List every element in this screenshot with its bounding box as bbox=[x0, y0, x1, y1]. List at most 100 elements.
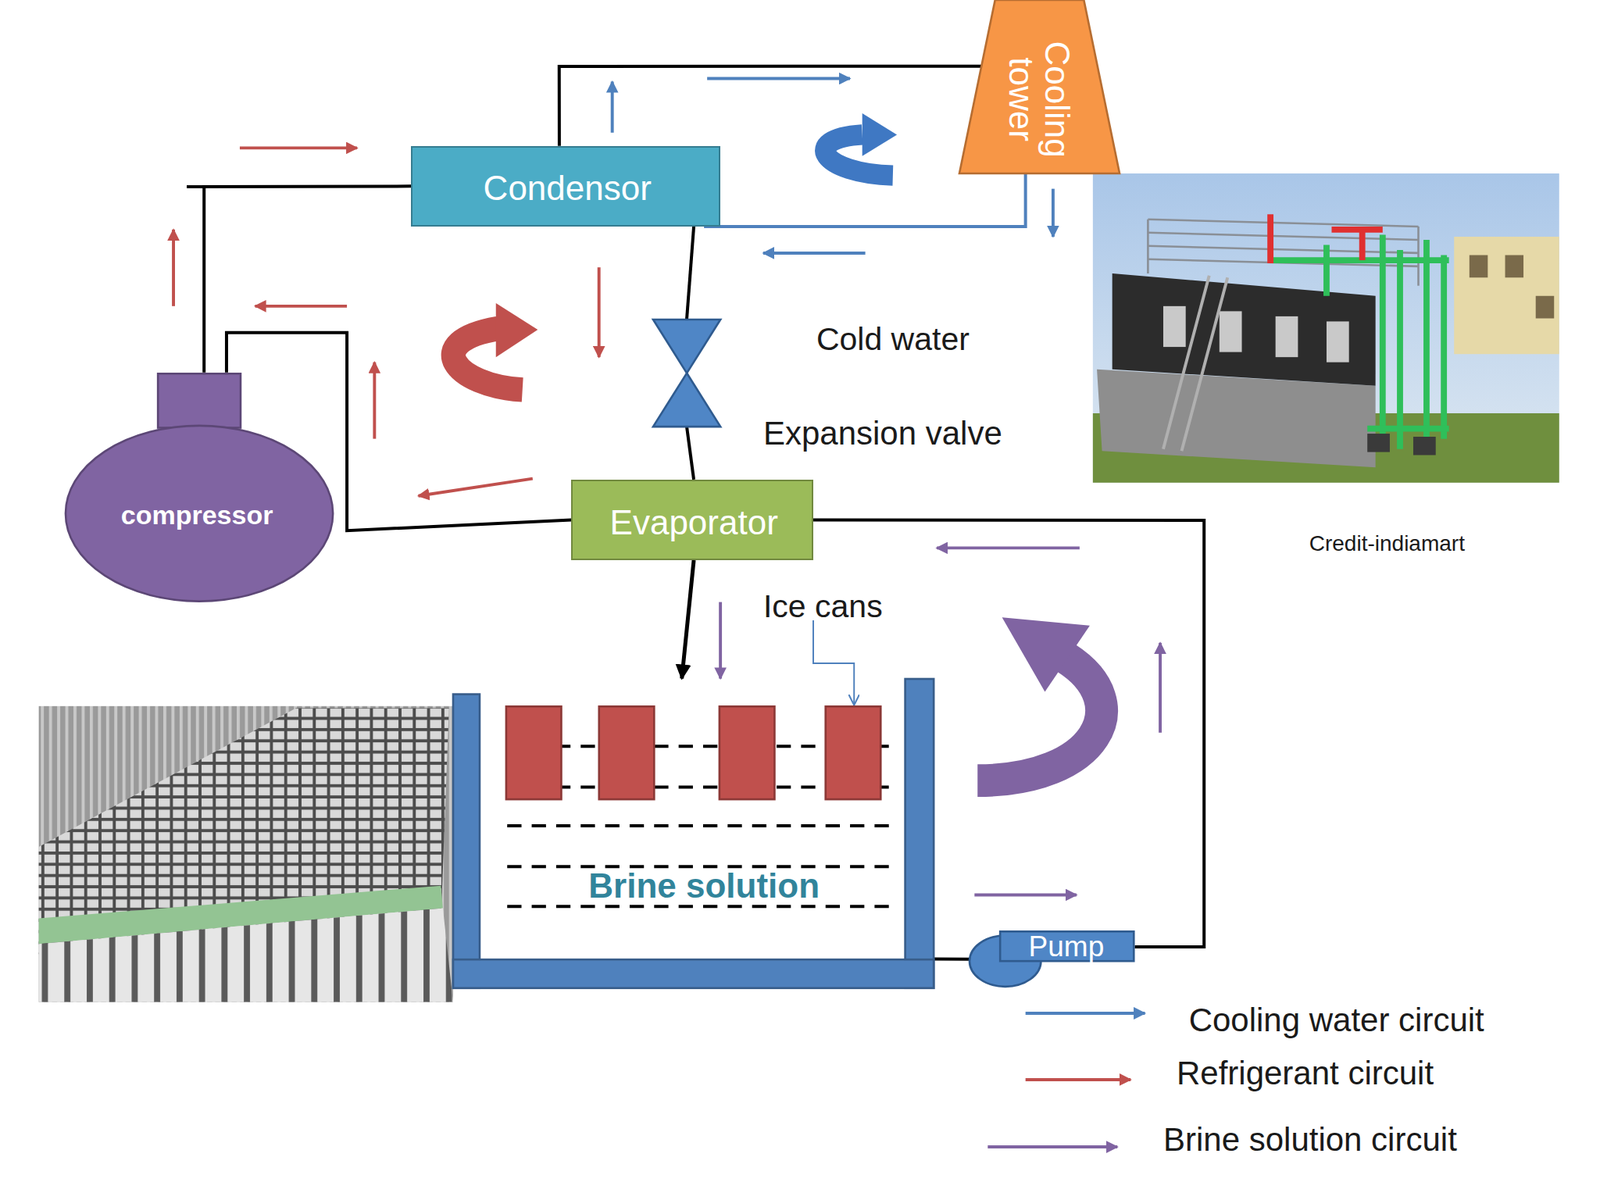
ice-can bbox=[599, 706, 655, 800]
flow-arrow bbox=[936, 546, 1080, 550]
brine-level-line bbox=[507, 824, 893, 828]
image-credit: Credit-indiamart bbox=[1309, 532, 1465, 555]
photo-ladder bbox=[1163, 275, 1210, 450]
compressor-symbol: compressor bbox=[64, 372, 335, 603]
node-label: Cooling tower bbox=[1002, 25, 1075, 174]
photo-basin bbox=[1096, 369, 1376, 468]
legend-label: Cooling water circuit bbox=[1189, 1003, 1485, 1038]
flow-arrow bbox=[255, 304, 348, 308]
annotation-label: Ice cans bbox=[763, 590, 883, 625]
flow-arrow bbox=[597, 267, 601, 358]
pipe-line bbox=[203, 185, 411, 372]
photo-red-pipes bbox=[1331, 226, 1383, 233]
node-label: Evaporator bbox=[610, 504, 779, 541]
pipe-line bbox=[686, 226, 694, 320]
flow-arrow bbox=[1051, 189, 1055, 237]
photo-red-pipes bbox=[1359, 229, 1366, 261]
photo-green-pipes bbox=[1423, 239, 1430, 440]
tank-wall bbox=[453, 959, 934, 989]
brine-level-line bbox=[507, 904, 893, 908]
valve-triangle bbox=[653, 372, 721, 427]
tank-wall bbox=[453, 693, 480, 988]
legend-sample bbox=[987, 1145, 1118, 1149]
flow-arrow bbox=[418, 478, 533, 497]
ice-can bbox=[719, 706, 775, 800]
photo-fill-grid bbox=[1417, 226, 1420, 286]
legend-label: Refrigerant circuit bbox=[1176, 1056, 1434, 1091]
tank-shape bbox=[453, 678, 934, 989]
ice-cans-photo bbox=[39, 706, 454, 1003]
node-label: Brine solution bbox=[588, 867, 820, 904]
photo-green-pipes bbox=[1323, 244, 1330, 296]
cooling-water-cycle-arrow bbox=[825, 113, 897, 176]
valve-symbol bbox=[653, 319, 721, 427]
photo-green-pipes bbox=[1440, 255, 1447, 440]
pipe-stub bbox=[186, 185, 206, 189]
photo-ladder bbox=[1181, 277, 1228, 451]
photo-red-pipes bbox=[1267, 214, 1274, 264]
photo-fill-grid bbox=[1146, 219, 1150, 274]
photo-frame bbox=[1112, 273, 1376, 386]
photo-window bbox=[1535, 296, 1555, 319]
photo-window bbox=[1505, 255, 1525, 279]
photo-green-pipes bbox=[1396, 250, 1404, 450]
pipe-line bbox=[933, 957, 970, 961]
brine-cycle-arrow bbox=[977, 617, 1102, 781]
curved-arrow-head bbox=[1002, 617, 1090, 692]
photo-window bbox=[1469, 255, 1489, 279]
node-label: Condensor bbox=[483, 170, 652, 207]
expansion-valve: Expansion valve bbox=[653, 319, 721, 427]
legend-samples bbox=[987, 1013, 1145, 1147]
evaporator-box: Evaporator bbox=[571, 479, 814, 561]
annotation-label: Cold water bbox=[816, 322, 970, 357]
photo-opening bbox=[1219, 310, 1243, 352]
photo-fill-grid bbox=[1147, 246, 1418, 254]
refrigerant-cycle-arrow bbox=[453, 303, 538, 390]
photo-fill-grid bbox=[1147, 232, 1418, 240]
photo-container-wall bbox=[39, 706, 454, 1003]
pipe-line bbox=[686, 426, 694, 480]
pipe-line bbox=[559, 66, 983, 147]
tank-wall bbox=[905, 678, 935, 989]
flow-arrow bbox=[239, 146, 358, 150]
valve-triangle bbox=[653, 319, 721, 374]
legend-sample bbox=[1025, 1011, 1146, 1015]
photo-fill-grid bbox=[1147, 219, 1418, 227]
flow-arrow bbox=[682, 560, 694, 679]
flow-arrow bbox=[707, 77, 850, 81]
flow-arrow bbox=[171, 229, 175, 307]
flow-arrow bbox=[372, 362, 376, 440]
flow-arrow bbox=[610, 81, 615, 133]
photo-red-pipes bbox=[1270, 214, 1383, 264]
photo-green-pipes bbox=[1270, 234, 1450, 449]
photo-green-pipes bbox=[1379, 234, 1386, 449]
compressor-shape bbox=[64, 372, 335, 603]
flow-arrow bbox=[763, 251, 866, 255]
photo-opening bbox=[1275, 316, 1299, 358]
cooling-tower: Cooling tower bbox=[959, 0, 1120, 174]
brine-flow-arrows bbox=[720, 547, 1161, 895]
compressor-body bbox=[65, 425, 333, 602]
node-label: Expansion valve bbox=[763, 416, 1003, 451]
legend-label: Brine solution circuit bbox=[1163, 1122, 1458, 1158]
brine-tank: Brine solution bbox=[453, 678, 934, 989]
photo-opening bbox=[1326, 321, 1350, 362]
pipe-line bbox=[703, 173, 1026, 227]
node-label: Pump bbox=[1028, 932, 1105, 963]
pipe-line bbox=[813, 519, 1204, 947]
compressor-head bbox=[157, 373, 241, 428]
node-label: compressor bbox=[121, 501, 274, 530]
flow-arrow bbox=[1158, 642, 1162, 733]
curved-arrow-head bbox=[862, 113, 897, 157]
photo-sky bbox=[1092, 173, 1560, 483]
connectors bbox=[203, 66, 1204, 960]
flow-arrow bbox=[974, 893, 1077, 897]
photo-fill-grid bbox=[1147, 219, 1418, 286]
ice-can bbox=[825, 706, 882, 800]
photo-ladder bbox=[1163, 275, 1228, 452]
photo-ice-blocks bbox=[39, 907, 454, 1002]
photo-motor bbox=[1413, 436, 1436, 456]
flow-arrow bbox=[718, 602, 722, 679]
